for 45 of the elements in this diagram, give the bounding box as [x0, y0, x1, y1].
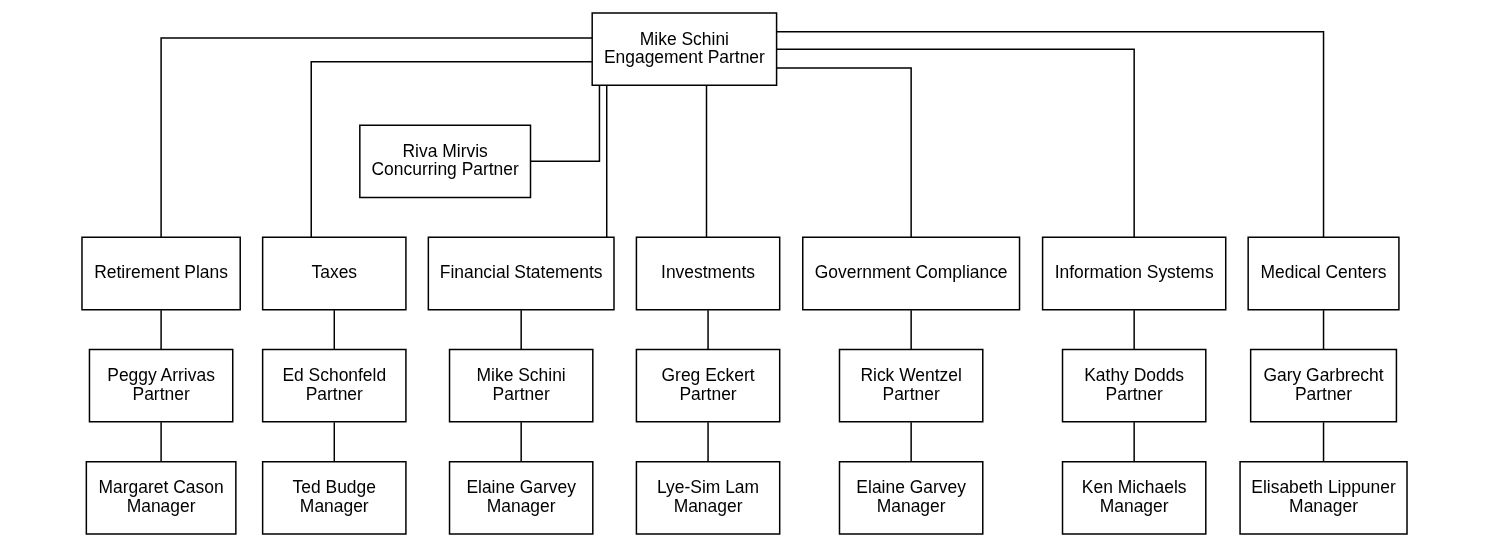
- node-box: Information Systems: [1041, 236, 1226, 311]
- node-box: Mike Schini Engagement Partner: [590, 12, 777, 87]
- node-box: Elaine Garvey Manager: [838, 460, 984, 535]
- connector: [159, 421, 162, 463]
- node-box: Investments: [635, 236, 780, 311]
- connector: [705, 85, 707, 239]
- node-box: Medical Centers: [1246, 236, 1400, 311]
- connector: [1322, 309, 1324, 350]
- node-box: Rick Wentzel Partner: [838, 348, 984, 423]
- connector: [775, 67, 912, 238]
- connector: [909, 421, 912, 463]
- node-box: Ed Schonfeld Partner: [261, 348, 407, 423]
- node-box: Lye-Sim Lam Manager: [635, 460, 780, 535]
- node-box: Ken Michaels Manager: [1061, 460, 1207, 535]
- node-box: Peggy Arrivas Partner: [88, 348, 233, 423]
- node-box: Mike Schini Partner: [448, 348, 594, 423]
- connector: [310, 60, 593, 238]
- node-box: Elaine Garvey Manager: [448, 460, 594, 535]
- node-box: Ted Budge Manager: [261, 460, 407, 535]
- node-box: Financial Statements: [427, 236, 615, 311]
- connector: [775, 48, 1135, 238]
- node-box: Greg Eckert Partner: [635, 348, 780, 423]
- connector: [1322, 421, 1324, 463]
- connector: [706, 421, 709, 463]
- connector: [909, 309, 912, 350]
- connector: [159, 309, 162, 350]
- connector: [519, 309, 522, 350]
- node-box: Margaret Cason Manager: [85, 460, 237, 535]
- connector: [605, 85, 607, 239]
- connector: [529, 85, 600, 163]
- node-box: Kathy Dodds Partner: [1061, 348, 1207, 423]
- connector: [706, 309, 709, 350]
- connector: [1132, 309, 1135, 350]
- connector: [519, 421, 522, 463]
- node-box: Government Compliance: [801, 236, 1020, 311]
- connector: [775, 31, 1324, 239]
- connector: [333, 309, 335, 350]
- node-box: Taxes: [261, 236, 407, 311]
- connector: [159, 37, 593, 238]
- connector: [1132, 421, 1135, 463]
- node-box: Elisabeth Lippuner Manager: [1238, 460, 1408, 535]
- node-box: Gary Garbrecht Partner: [1249, 348, 1397, 423]
- node-box: Retirement Plans: [80, 236, 241, 311]
- node-box: Riva Mirvis Concurring Partner: [358, 124, 531, 199]
- connector: [333, 421, 335, 463]
